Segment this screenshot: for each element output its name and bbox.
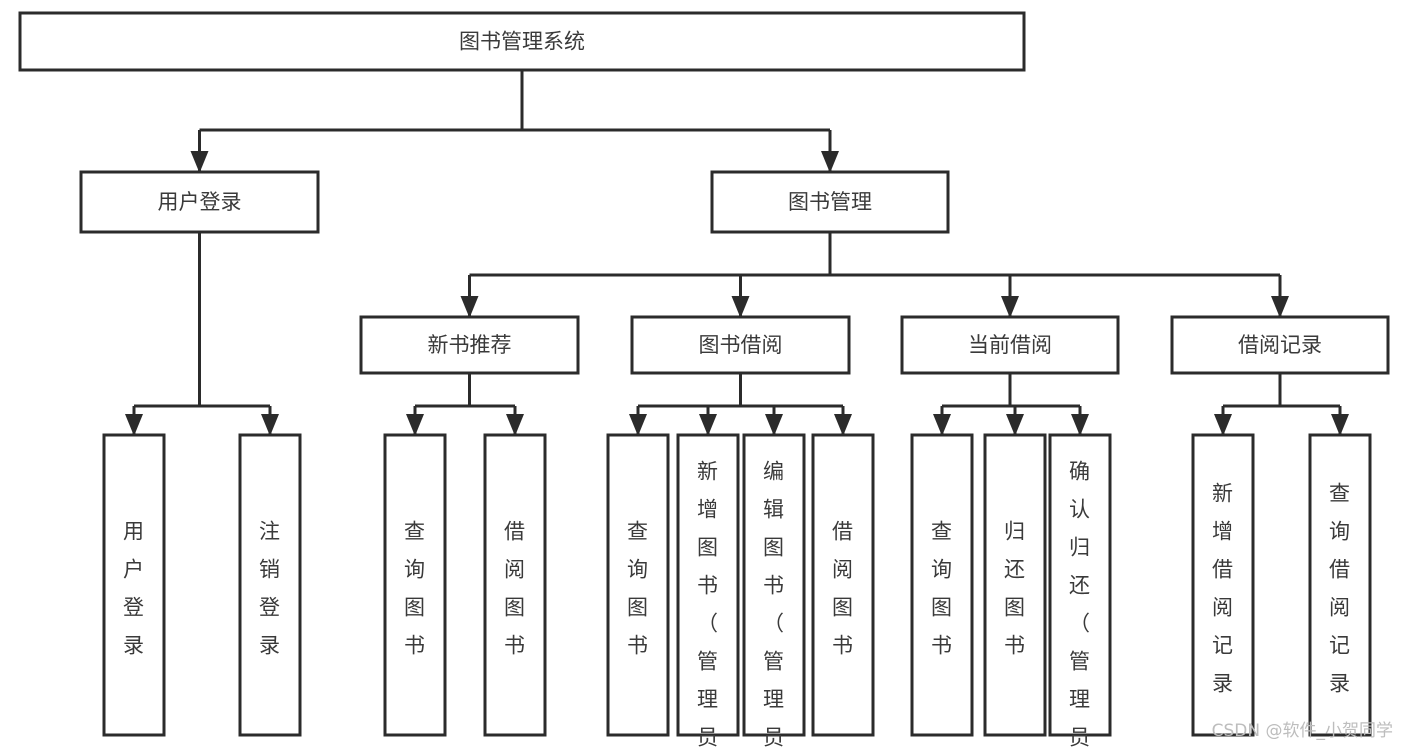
- node-label-leaf-user-login: 用户登录: [123, 520, 145, 658]
- node-label-book-borrow: 图书借阅: [699, 333, 783, 357]
- node-label-current-borrow: 当前借阅: [968, 333, 1052, 357]
- node-box-new-book-rec: [359, 315, 580, 375]
- node-root[interactable]: 图书管理系统: [18, 11, 1026, 72]
- arrow-icon-leaf-rec-borrow: [506, 414, 524, 436]
- node-label-leaf-rec-search: 查询借阅记录: [1329, 482, 1351, 696]
- node-label-borrow-record: 借阅记录: [1238, 333, 1322, 357]
- arrow-icon-current-borrow: [1001, 296, 1019, 318]
- node-leaf-book-add[interactable]: 新增图书（管理员）: [676, 433, 740, 747]
- node-box-current-borrow: [900, 315, 1120, 375]
- node-label-root: 图书管理系统: [459, 30, 585, 54]
- node-label-leaf-borrow-query: 查询图书: [627, 520, 649, 658]
- node-leaf-user-logout[interactable]: 注销登录: [238, 433, 302, 737]
- arrow-icon-leaf-book-edit: [765, 414, 783, 436]
- node-box-leaf-cur-query: [910, 433, 974, 737]
- arrow-icon-leaf-rec-add: [1214, 414, 1232, 436]
- node-box-leaf-rec-borrow: [483, 433, 547, 737]
- node-leaf-rec-add[interactable]: 新增借阅记录: [1191, 433, 1255, 737]
- node-box-user-login: [79, 170, 320, 234]
- arrow-icon-book-borrow: [731, 296, 750, 318]
- arrow-icon-book-manage: [821, 151, 839, 173]
- node-book-manage[interactable]: 图书管理: [710, 170, 950, 234]
- node-label-leaf-book-add: 新增图书（管理员）: [697, 460, 719, 747]
- node-box-leaf-book-edit: [742, 433, 806, 737]
- arrow-icon-leaf-cur-confirm: [1071, 414, 1089, 436]
- node-label-leaf-book-edit: 编辑图书（管理员）: [763, 460, 785, 747]
- node-box-book-borrow: [630, 315, 851, 375]
- arrow-icon-borrow-record: [1271, 296, 1289, 318]
- node-label-leaf-book-borrow: 借阅图书: [832, 520, 854, 658]
- arrow-icon-leaf-cur-return: [1006, 414, 1024, 436]
- connectors-layer: [125, 70, 1349, 436]
- arrow-icon-leaf-rec-query: [406, 414, 424, 436]
- node-leaf-cur-query[interactable]: 查询图书: [910, 433, 974, 737]
- node-user-login[interactable]: 用户登录: [79, 170, 320, 234]
- arrow-icon-user-login: [190, 151, 209, 173]
- node-box-leaf-book-add: [676, 433, 740, 737]
- node-box-book-manage: [710, 170, 950, 234]
- node-leaf-rec-borrow[interactable]: 借阅图书: [483, 433, 547, 737]
- arrow-icon-new-book-rec: [460, 296, 479, 318]
- node-label-user-login: 用户登录: [158, 190, 242, 214]
- node-leaf-book-borrow[interactable]: 借阅图书: [811, 433, 875, 737]
- node-box-leaf-user-logout: [238, 433, 302, 737]
- node-leaf-cur-confirm[interactable]: 确认归还（管理员）: [1048, 433, 1112, 747]
- node-new-book-rec[interactable]: 新书推荐: [359, 315, 580, 375]
- arrow-icon-leaf-book-borrow: [834, 414, 852, 436]
- node-label-leaf-cur-return: 归还图书: [1004, 520, 1026, 658]
- node-label-leaf-rec-query: 查询图书: [404, 520, 426, 658]
- node-box-borrow-record: [1170, 315, 1390, 375]
- arrow-icon-leaf-borrow-query: [629, 414, 647, 436]
- node-book-borrow[interactable]: 图书借阅: [630, 315, 851, 375]
- node-box-root: [18, 11, 1026, 72]
- node-borrow-record[interactable]: 借阅记录: [1170, 315, 1390, 375]
- node-box-leaf-user-login: [102, 433, 166, 737]
- node-leaf-user-login[interactable]: 用户登录: [102, 433, 166, 737]
- arrow-icon-leaf-cur-query: [933, 414, 951, 436]
- node-leaf-book-edit[interactable]: 编辑图书（管理员）: [742, 433, 806, 747]
- node-label-leaf-user-logout: 注销登录: [259, 520, 281, 658]
- node-leaf-rec-query[interactable]: 查询图书: [383, 433, 447, 737]
- nodes-layer: 图书管理系统用户登录图书管理新书推荐图书借阅当前借阅借阅记录用户登录注销登录查询…: [18, 11, 1390, 747]
- arrow-icon-leaf-user-login: [125, 414, 143, 436]
- node-box-leaf-rec-add: [1191, 433, 1255, 737]
- arrow-icon-leaf-rec-search: [1331, 414, 1349, 436]
- node-leaf-borrow-query[interactable]: 查询图书: [606, 433, 670, 737]
- node-label-leaf-rec-borrow: 借阅图书: [504, 520, 526, 658]
- node-box-leaf-cur-confirm: [1048, 433, 1112, 737]
- node-label-leaf-cur-query: 查询图书: [931, 520, 953, 658]
- watermark-label: CSDN @软件_小贺同学: [1211, 721, 1393, 741]
- node-current-borrow[interactable]: 当前借阅: [900, 315, 1120, 375]
- arrow-icon-leaf-user-logout: [261, 414, 279, 436]
- node-label-leaf-rec-add: 新增借阅记录: [1212, 482, 1234, 696]
- arrow-icon-leaf-book-add: [699, 414, 717, 436]
- node-label-new-book-rec: 新书推荐: [428, 333, 512, 357]
- node-leaf-cur-return[interactable]: 归还图书: [983, 433, 1047, 737]
- node-leaf-rec-search[interactable]: 查询借阅记录: [1308, 433, 1372, 737]
- node-box-leaf-cur-return: [983, 433, 1047, 737]
- node-box-leaf-book-borrow: [811, 433, 875, 737]
- node-label-leaf-cur-confirm: 确认归还（管理员）: [1069, 460, 1091, 747]
- node-box-leaf-rec-search: [1308, 433, 1372, 737]
- node-box-leaf-rec-query: [383, 433, 447, 737]
- node-label-book-manage: 图书管理: [788, 190, 872, 214]
- node-box-leaf-borrow-query: [606, 433, 670, 737]
